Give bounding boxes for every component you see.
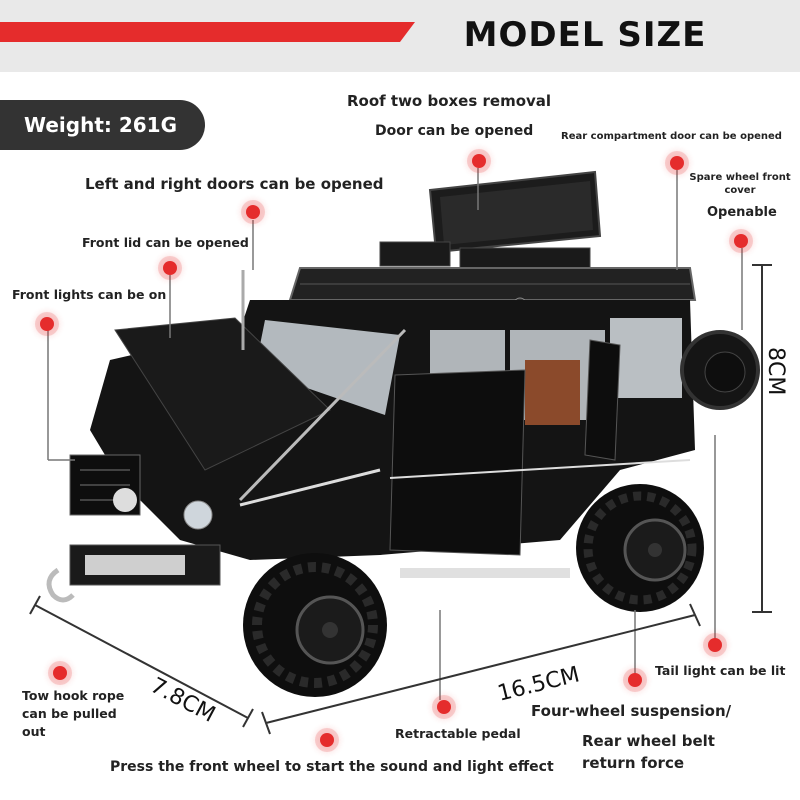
dimension-height: 8CM: [763, 347, 788, 396]
hotspot-door: [472, 154, 486, 168]
label-suspension: Four-wheel suspension/: [531, 702, 732, 720]
label-roof-boxes: Roof two boxes removal: [347, 92, 552, 110]
hotspot-openable: [734, 234, 748, 248]
hood-icon: [114, 270, 407, 502]
label-tow-hook: Tow hook rope can be pulled out: [22, 688, 125, 739]
leader-lines: [47, 168, 743, 700]
label-left-right-doors: Left and right doors can be opened: [85, 175, 384, 193]
red-stripe-graphic: [0, 22, 415, 42]
label-front-lights: Front lights can be on: [12, 287, 167, 302]
label-front-lid: Front lid can be opened: [82, 235, 249, 250]
hotspot-front-lid: [163, 261, 177, 275]
page-title: MODEL SIZE: [463, 15, 707, 55]
label-openable: Openable: [707, 205, 777, 220]
weight-badge: Weight: 261G: [0, 100, 205, 150]
front-grille-icon: [46, 454, 221, 603]
hotspot-tail-light: [708, 638, 722, 652]
hotspot-pedal: [437, 700, 451, 714]
label-retractable-pedal: Retractable pedal: [395, 726, 521, 741]
hotspot-spare-cover: [670, 156, 684, 170]
hotspot-front-wheel: [320, 733, 334, 747]
label-door-opened: Door can be opened: [375, 123, 534, 139]
hotspot-tow-hook: [53, 666, 67, 680]
roof-box-icon: [379, 170, 602, 277]
hotspot-side-doors: [246, 205, 260, 219]
label-tail-light: Tail light can be lit: [655, 663, 786, 678]
hotspot-front-lights: [40, 317, 54, 331]
label-spare-wheel-cover: Spare wheel front cover: [689, 172, 791, 196]
header-band: MODEL SIZE: [0, 0, 800, 72]
label-rear-compartment: Rear compartment door can be opened: [561, 131, 782, 142]
hotspot-suspension: [628, 673, 642, 687]
label-press-front-wheel: Press the front wheel to start the sound…: [110, 759, 554, 775]
dimension-lines: [29, 264, 772, 735]
spare-wheel-icon: [680, 330, 760, 410]
front-wheel-icon: [243, 553, 387, 697]
label-rear-wheel-belt: Rear wheel belt return force: [582, 732, 715, 772]
rear-wheel-icon: [576, 484, 704, 612]
